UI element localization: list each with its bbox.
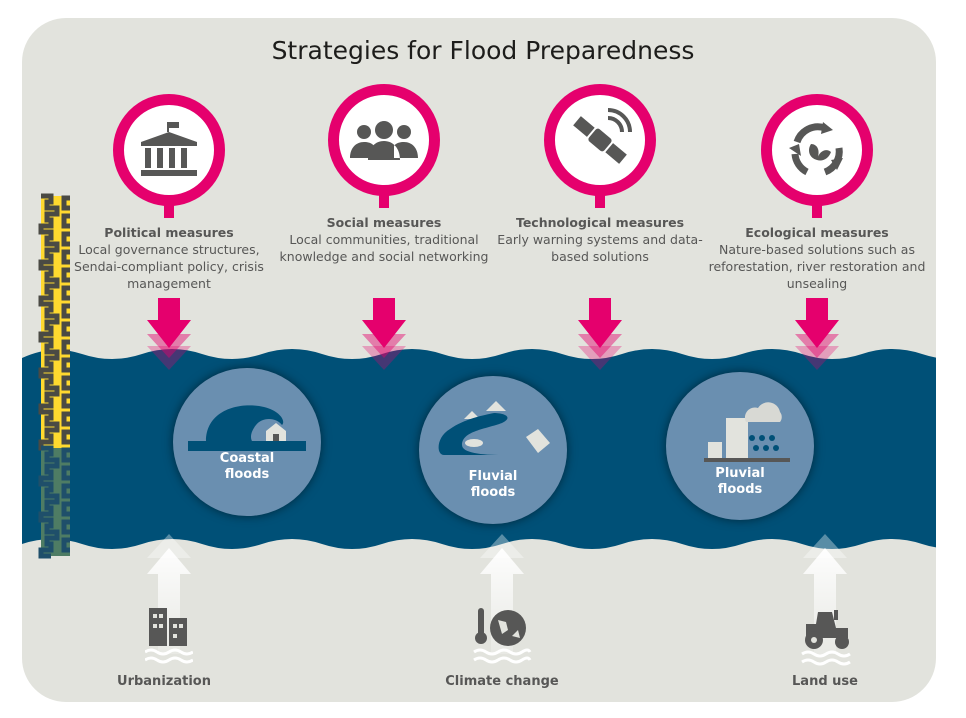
gauge-mark (38, 301, 60, 343)
flood-label: Coastal (219, 451, 275, 466)
gauge-mark (61, 447, 70, 481)
down-arrow (147, 298, 191, 348)
people-group-icon (328, 84, 440, 196)
arrow-echo (147, 346, 191, 370)
measure-description: Early warning systems and data-based sol… (497, 232, 703, 264)
flood-label: floods (717, 482, 763, 497)
tractor-icon (801, 610, 851, 666)
gauge-mark (38, 337, 60, 379)
gauge-mark (61, 375, 70, 409)
arrow-echo (795, 346, 839, 370)
measure-title: Social measures (326, 215, 442, 230)
gauge-mark (38, 481, 60, 523)
gauge-mark (38, 265, 60, 307)
satellite-icon (544, 84, 656, 196)
down-arrow (795, 298, 839, 348)
driver-urbanization: Urbanization (117, 674, 211, 689)
government-building-icon (113, 94, 225, 206)
arrow-echo (803, 534, 847, 558)
gauge-mark (38, 373, 60, 415)
strategy-arrows (147, 298, 839, 370)
flood-label: floods (470, 485, 516, 500)
thermometer-globe-icon (473, 608, 532, 664)
gauge-mark (61, 195, 70, 229)
connector (379, 194, 389, 208)
connector (164, 204, 174, 218)
gauge-mark (61, 519, 70, 553)
page-title: Strategies for Flood Preparedness (271, 36, 695, 65)
gauge-mark (61, 339, 70, 373)
arrow-echo (362, 334, 406, 358)
gauge-mark (61, 483, 70, 517)
arrow-echo (362, 346, 406, 370)
arrow-echo (147, 334, 191, 358)
measure-title: Political measures (104, 225, 234, 240)
rain-cloud-icon (704, 402, 790, 462)
arrow-echo (578, 334, 622, 358)
arrow-echo (578, 346, 622, 370)
gauge-mark (38, 409, 60, 451)
gauge-mark (38, 229, 60, 271)
gauge-mark (61, 231, 70, 265)
driver-climate-change: Climate change (445, 674, 559, 689)
flood-label: Pluvial (715, 466, 765, 481)
recycle-leaf-icon (761, 94, 873, 206)
arrow-echo (795, 334, 839, 358)
gauge-mark (61, 411, 70, 445)
driver-land-use: Land use (792, 674, 858, 689)
water-level-gauge (38, 193, 70, 559)
measure-title: Technological measures (515, 215, 685, 230)
gauge-mark (38, 193, 60, 235)
flood-label: Fluvial (468, 469, 518, 484)
down-arrow (362, 298, 406, 348)
connector (812, 204, 822, 218)
tsunami-wave-icon (188, 405, 306, 451)
down-arrow (578, 298, 622, 348)
flood-label: floods (224, 467, 270, 482)
arrow-echo (480, 534, 524, 558)
measure-description: Local governance structures, Sendai-comp… (74, 242, 264, 291)
river-icon (438, 401, 550, 455)
arrow-echo (147, 534, 191, 558)
gauge-mark (38, 445, 60, 487)
measure-title: Ecological measures (745, 225, 889, 240)
gauge-mark (61, 267, 70, 301)
city-buildings-icon (145, 608, 193, 664)
connector (595, 194, 605, 208)
gauge-mark (38, 517, 60, 559)
gauge-mark (61, 303, 70, 337)
measure-description: Nature-based solutions such as reforesta… (708, 242, 926, 291)
measure-description: Local communities, traditional knowledge… (279, 232, 489, 264)
